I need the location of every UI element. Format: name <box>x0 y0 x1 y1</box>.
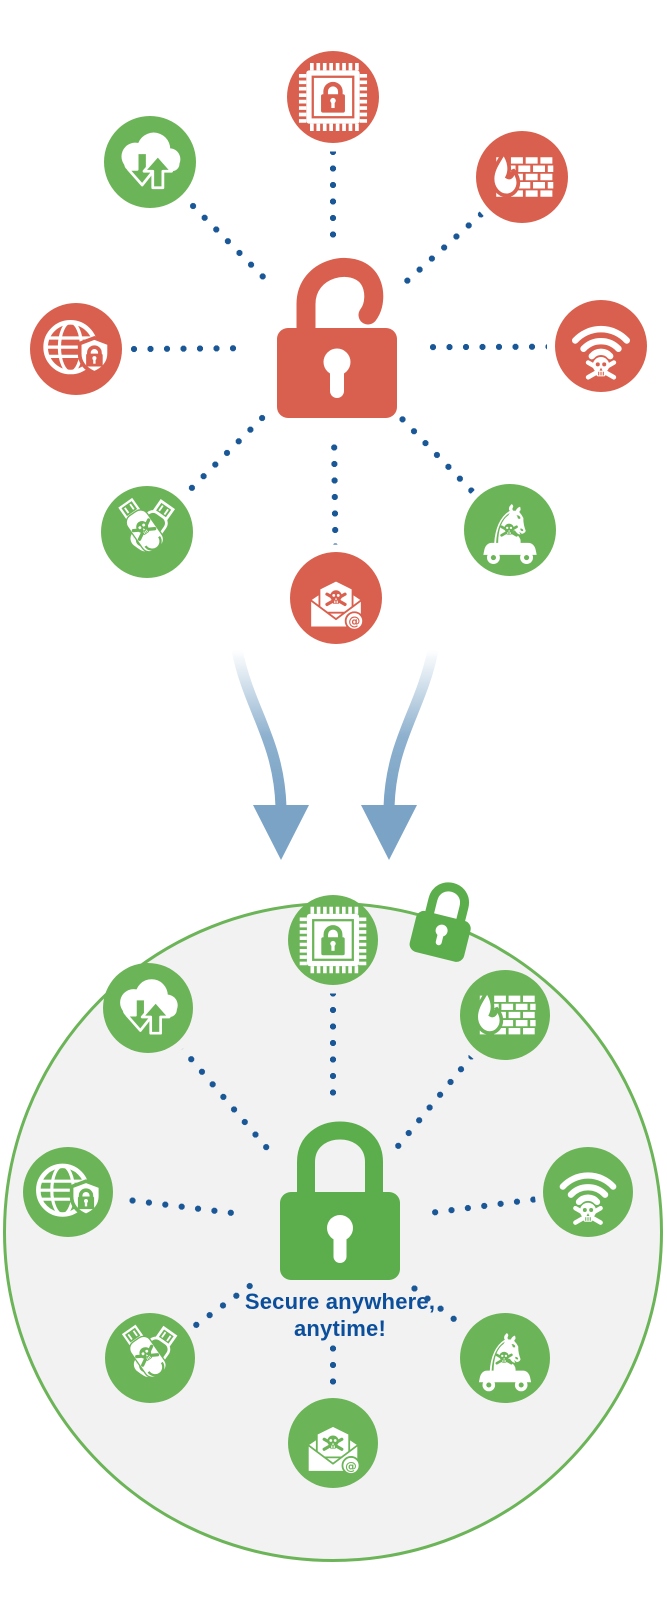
firewall-icon <box>460 970 550 1060</box>
closed-padlock-icon <box>280 1121 400 1280</box>
cloud-transfer-icon <box>103 963 193 1053</box>
email-malware-icon <box>288 1398 378 1488</box>
email-malware-icon <box>290 552 382 644</box>
transition-arrows-icon <box>231 648 439 860</box>
web-protection-icon <box>30 303 122 395</box>
open-padlock-icon <box>277 257 397 418</box>
corner-padlock-icon <box>409 882 471 962</box>
wifi-threat-icon <box>555 300 647 392</box>
usb-malware-icon <box>101 486 193 578</box>
caption-line2: anytime! <box>293 1316 387 1341</box>
caption-line1: Secure anywhere, <box>244 1289 436 1314</box>
trojan-icon <box>460 1313 550 1403</box>
trojan-icon <box>464 484 556 576</box>
dotted-link-web-protection <box>120 1195 240 1217</box>
web-protection-icon <box>23 1147 113 1237</box>
dotted-link-cloud-transfer <box>179 1046 275 1155</box>
firewall-icon <box>476 131 568 223</box>
dotted-link-email-malware <box>329 1340 337 1390</box>
cpu-security-icon <box>287 51 379 143</box>
wifi-threat-icon <box>543 1147 633 1237</box>
usb-malware-icon <box>105 1313 195 1403</box>
cpu-security-icon <box>288 895 378 985</box>
dotted-link-cpu-security <box>329 993 337 1100</box>
caption: Secure anywhere, anytime! <box>10 1288 667 1342</box>
dotted-link-wifi-threat <box>426 1195 536 1217</box>
cloud-transfer-icon <box>104 116 196 208</box>
